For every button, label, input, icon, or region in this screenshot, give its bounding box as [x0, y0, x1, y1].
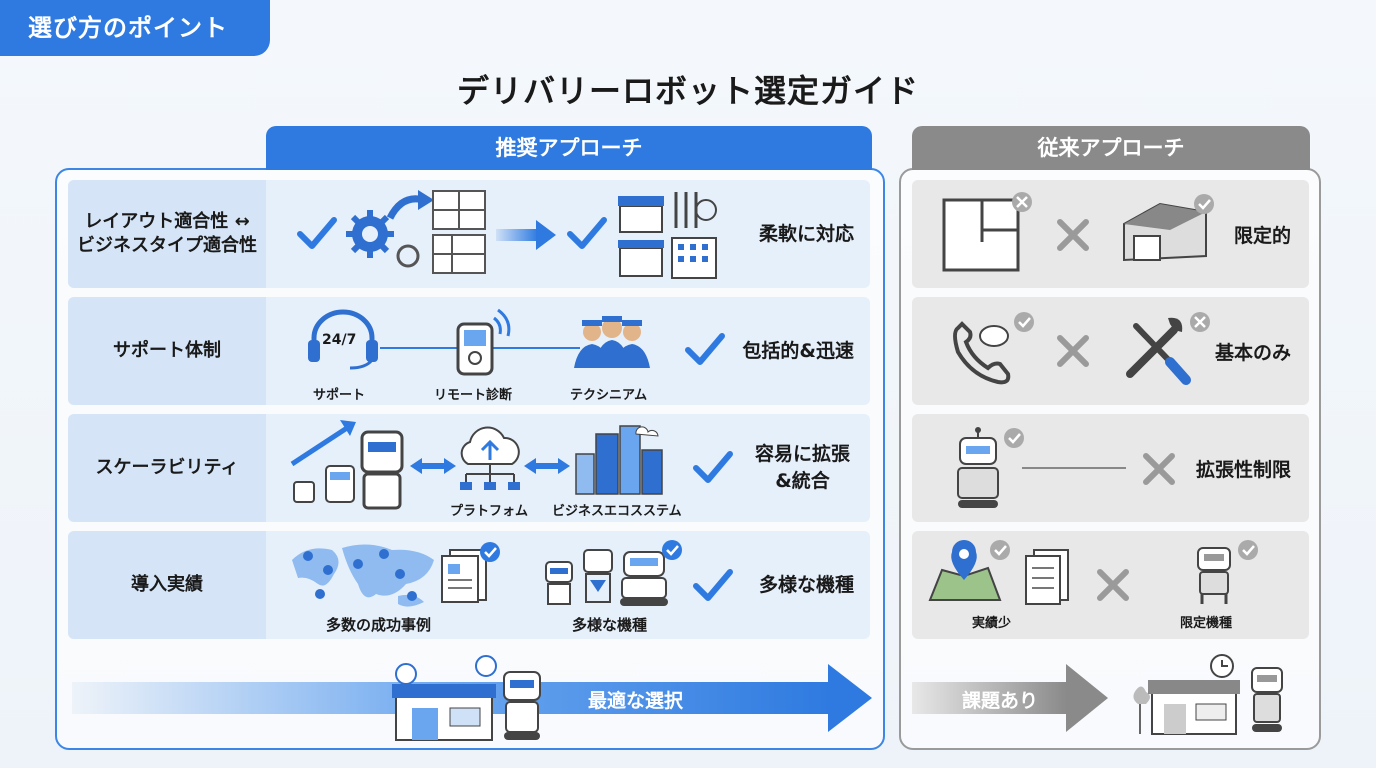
map-pin-icon — [928, 540, 1010, 601]
section-tag: 選び方のポイント — [0, 0, 270, 56]
old-row-support: 基本のみ — [912, 297, 1309, 405]
row-result: 基本のみ — [1214, 341, 1291, 364]
row-label: サポート体制 — [68, 297, 266, 405]
row-result: 限定的 — [1233, 224, 1291, 247]
page-title: デリバリーロボット選定ガイド — [456, 72, 919, 110]
check-icon — [693, 451, 733, 483]
bidirectional-arrow-icon — [410, 458, 456, 474]
technicians-icon — [574, 316, 650, 368]
bidirectional-arrow-icon — [524, 458, 570, 474]
traditional-header: 従来アプローチ — [912, 126, 1310, 170]
check-icon — [297, 217, 337, 249]
rec-row-scalability: スケーラビリティ 容易に拡張 &統合 — [68, 414, 870, 522]
row-label: レイアウト適合性 ↔ ビジネスタイプ適合性 — [68, 180, 266, 288]
city-ecosystem-icon — [575, 425, 663, 495]
fixed-layout-icon — [942, 192, 1032, 272]
cloud-platform-icon — [460, 426, 520, 490]
caption-remote-diagnosis: リモート診断 — [434, 388, 513, 403]
caption-limited-models: 限定機種 — [1180, 616, 1233, 631]
store-clock-robot-icon — [1133, 654, 1283, 735]
curved-arrow-icon — [386, 190, 434, 220]
robot-lineup-icon — [545, 540, 682, 606]
floor-plan-icon — [432, 190, 486, 274]
row-result: 包括的&迅速 — [742, 339, 854, 362]
gear-icon — [346, 210, 420, 268]
business-types-icon — [618, 192, 717, 279]
documents-icon — [1025, 549, 1069, 605]
recommended-header: 推奨アプローチ — [266, 126, 872, 170]
cross-icon — [1057, 219, 1089, 251]
connector-line — [1022, 467, 1126, 469]
remote-device-icon — [456, 308, 511, 376]
cross-icon — [1057, 335, 1089, 367]
robots-growth-icon — [290, 420, 404, 510]
row-result: 容易に拡張 &統合 — [754, 443, 850, 492]
cross-icon — [1097, 569, 1129, 601]
caption-business-ecosystem: ビジネスエコスステム — [552, 504, 682, 519]
arrow-right-icon — [496, 220, 556, 250]
issues-label: 課題あり — [962, 690, 1039, 712]
caption-various-models: 多様な機種 — [572, 616, 648, 634]
caption-technicians: テクシニアム — [570, 388, 648, 403]
row-label: 導入実績 — [68, 531, 266, 639]
row-result: 拡張性制限 — [1195, 458, 1291, 481]
check-icon — [567, 217, 607, 249]
limited-robot-icon — [1197, 540, 1258, 604]
phone-icon — [953, 312, 1034, 385]
world-map-icon — [292, 544, 434, 607]
check-icon — [693, 569, 733, 601]
optimal-choice-label: 最適な選択 — [588, 690, 684, 712]
store-robot-icon — [392, 655, 541, 741]
headset-icon — [308, 309, 378, 370]
caption-platform: プラトフォム — [450, 504, 529, 519]
row-result: 柔軟に対応 — [758, 222, 854, 245]
documents-check-icon — [441, 542, 500, 603]
tools-icon — [1126, 312, 1210, 385]
row-label: スケーラビリティ — [68, 414, 266, 522]
check-icon — [685, 333, 725, 365]
row-result: 多様な機種 — [758, 573, 854, 596]
issues-arrow — [912, 664, 1108, 732]
warehouse-icon — [1123, 194, 1214, 262]
caption-few-results: 実績少 — [972, 616, 1012, 631]
caption-success-cases: 多数の成功事例 — [326, 616, 432, 634]
cross-icon — [1143, 453, 1175, 485]
caption-support: サポート — [313, 388, 366, 403]
support-24-7-badge: 24/7 — [322, 332, 357, 348]
single-robot-icon — [957, 427, 1024, 508]
